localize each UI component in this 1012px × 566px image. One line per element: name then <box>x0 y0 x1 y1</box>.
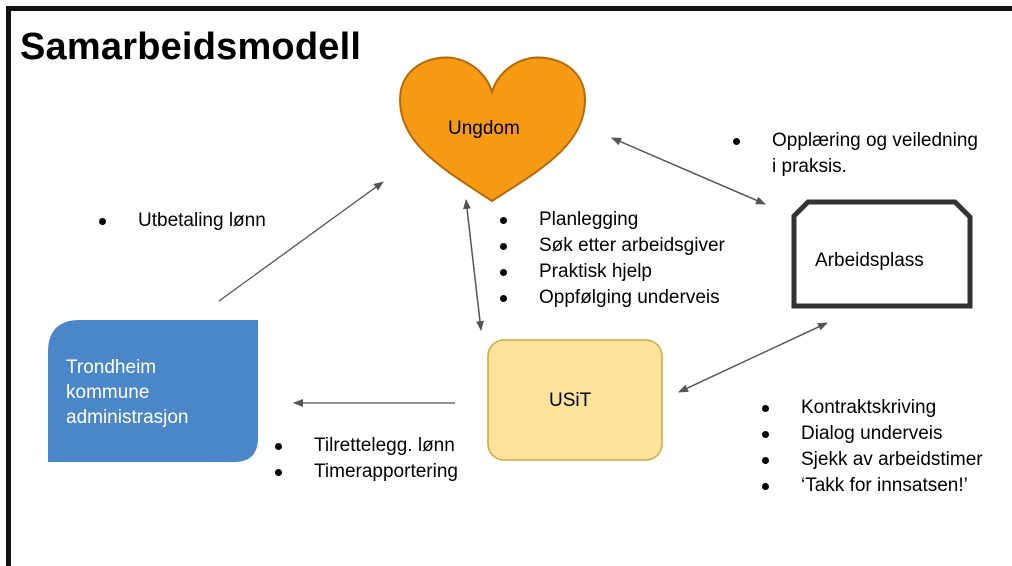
list-item: Praktisk hjelp <box>497 259 725 285</box>
kommune-shape <box>48 320 258 462</box>
list-item: Oppfølging underveis <box>497 285 725 311</box>
arbeidsplass-shape <box>791 199 973 309</box>
list-item: Dialog underveis <box>759 421 983 447</box>
list-item-continuation: i praksis. <box>772 156 847 177</box>
list-item: Timerapportering <box>272 459 458 485</box>
list-item: Søk etter arbeidsgiver <box>497 233 725 259</box>
usit-kommune-bullets: Tilrettelegg. lønn Timerapportering <box>272 433 458 485</box>
utbetaling-bullets: Utbetaling lønn <box>96 208 266 234</box>
usit-label: USiT <box>549 390 592 411</box>
list-item: Kontraktskriving <box>759 395 983 421</box>
arbeidsplass-label: Arbeidsplass <box>815 250 924 271</box>
kommune-label-line2: kommune <box>66 382 150 403</box>
list-item: Opplæring og veiledning <box>730 128 978 154</box>
arrow-ungdom-to-arbeidsplass <box>611 137 766 205</box>
arrow-kommune-to-ungdom <box>218 181 384 302</box>
list-item: Tilrettelegg. lønn <box>272 433 458 459</box>
list-item: Sjekk av arbeidstimer <box>759 447 983 473</box>
frame-left-border <box>6 6 11 566</box>
list-item: Planlegging <box>497 207 725 233</box>
page-title: Samarbeidsmodell <box>20 26 362 68</box>
list-item: ‘Takk for innsatsen!’ <box>759 473 983 499</box>
arrow-ungdom-to-usit <box>465 199 484 331</box>
ungdom-arbeidsplass-bullets: Opplæring og veiledning i praksis. <box>730 128 978 180</box>
arbeidsplass-usit-bullets: Kontraktskriving Dialog underveis Sjekk … <box>759 395 983 499</box>
frame-top-border <box>6 6 1012 11</box>
list-item: Utbetaling lønn <box>96 208 266 234</box>
ungdom-heart-shape <box>398 56 587 203</box>
ungdom-label: Ungdom <box>448 118 520 139</box>
ungdom-usit-bullets: Planlegging Søk etter arbeidsgiver Prakt… <box>497 207 725 311</box>
usit-shape <box>487 339 663 461</box>
kommune-label-line3: administrasjon <box>66 407 189 428</box>
arrow-arbeidsplass-to-usit <box>678 322 828 393</box>
kommune-label-line1: Trondheim <box>66 357 157 378</box>
